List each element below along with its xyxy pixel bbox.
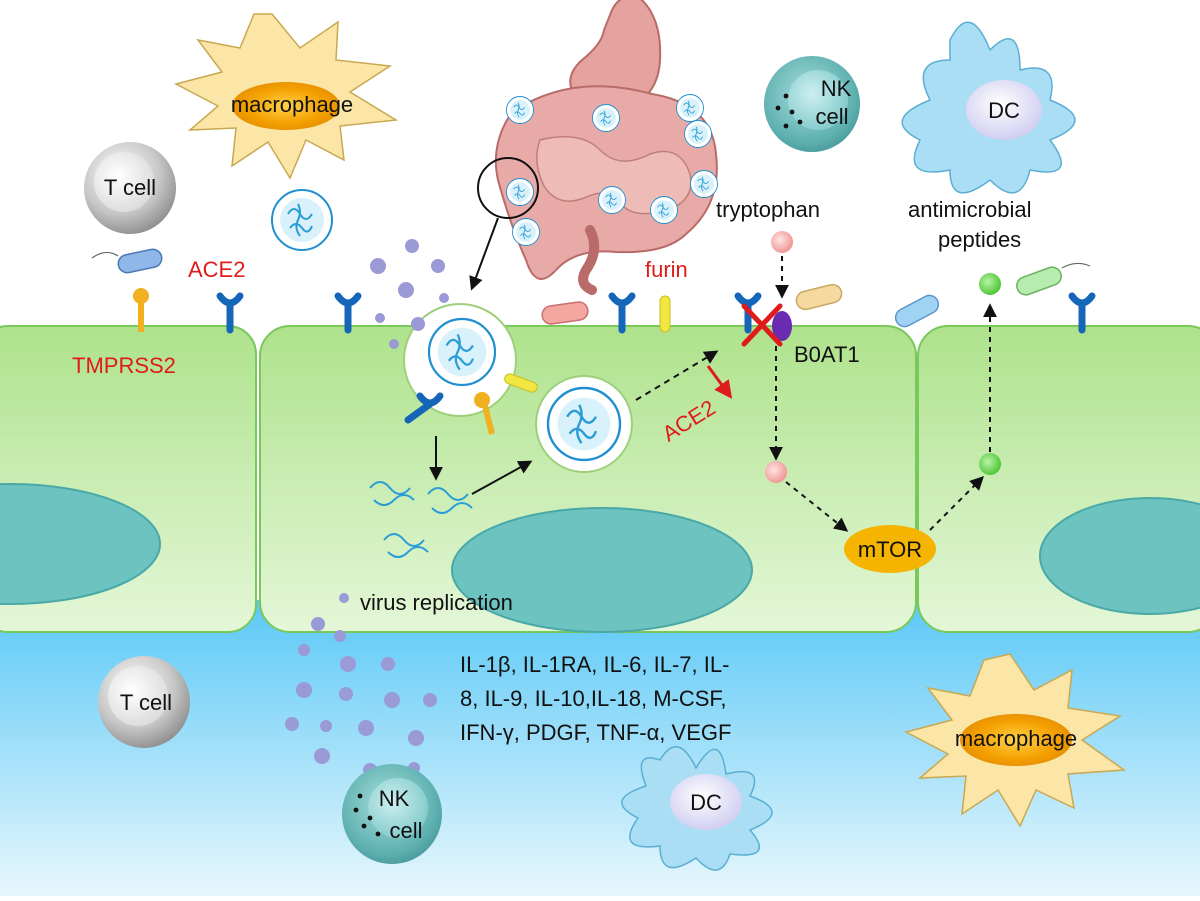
bacterium-3 [795, 283, 843, 311]
bacterium-1 [91, 248, 163, 274]
cytokine-line-3: IFN-γ, PDGF, TNF-α, VEGF [460, 720, 731, 745]
dashed-arrow-ace2 [635, 350, 719, 401]
blocked-cross [741, 303, 783, 347]
ace2-receptor-label: ACE2 [188, 257, 245, 282]
dendritic-cell-bottom: DC [621, 746, 773, 871]
new-virion [535, 375, 633, 473]
intestine-illustration [494, 0, 718, 295]
ace2-receptor [334, 292, 362, 334]
antimicrobial-label-line1: antimicrobial [908, 197, 1032, 222]
t-cell-bottom: T cell [98, 656, 190, 748]
nk-label-line1: NK [379, 786, 410, 811]
virus-free [271, 189, 333, 251]
tryptophan-label: tryptophan [716, 197, 820, 222]
nk-label-line1: NK [821, 76, 852, 101]
bacterium-2 [541, 301, 589, 325]
ace2-receptor [608, 292, 636, 334]
nucleus-right [1039, 497, 1200, 615]
peptide-secreted [979, 273, 1001, 295]
peptide-intracellular [979, 453, 1001, 475]
ace2-receptors [216, 292, 1096, 334]
bacterium-5 [1016, 262, 1091, 296]
t-cell-top: T cell [84, 142, 176, 234]
nucleus-left [0, 483, 161, 605]
cytokine-line-1: IL-1β, IL-1RA, IL-6, IL-7, IL- [460, 652, 729, 677]
zoom-circle [477, 157, 539, 219]
macrophage-label: macrophage [231, 92, 353, 117]
t-cell-label: T cell [104, 175, 156, 200]
nk-label-line2: cell [389, 818, 422, 843]
macrophage-top: macrophage [173, 13, 399, 180]
bacterium-4 [894, 294, 940, 328]
macrophage-bottom: macrophage [903, 653, 1127, 828]
viral-rna-cluster [369, 481, 473, 558]
dashed-arrow-mtor [785, 481, 849, 532]
dendritic-cell-top: DC [901, 21, 1076, 194]
endosome [403, 303, 538, 435]
b0at1-transporter [772, 311, 792, 341]
furin-label: furin [645, 257, 688, 282]
zoom-arrow [469, 217, 499, 291]
arrow-to-virion [471, 460, 533, 495]
tryptophan-molecule [771, 231, 793, 253]
dc-label: DC [690, 790, 722, 815]
nk-label-line2: cell [815, 104, 848, 129]
ace2-receptor [216, 292, 244, 334]
ace2-receptor [1068, 292, 1096, 334]
t-cell-label: T cell [120, 690, 172, 715]
rectum [578, 225, 600, 295]
macrophage-label: macrophage [955, 726, 1077, 751]
cytokine-line-2: 8, IL-9, IL-10,IL-18, M-CSF, [460, 686, 727, 711]
tmprss2-protease [133, 288, 149, 332]
furin-protease [659, 295, 671, 333]
dashed-arrow-peptide [929, 476, 984, 531]
tryptophan-intracellular [765, 461, 787, 483]
antimicrobial-label-line2: peptides [938, 227, 1021, 252]
nk-cell-bottom: NK cell [342, 764, 442, 864]
nk-cell-top: NK cell [764, 56, 860, 152]
mtor-complex [844, 525, 936, 573]
mtor-label: mTOR [858, 537, 922, 562]
dc-label: DC [988, 98, 1020, 123]
nucleus-center [451, 507, 753, 633]
ace2-decrease-arrow [706, 365, 733, 399]
b0at1-label: B0AT1 [794, 342, 860, 367]
tmprss2-label: TMPRSS2 [72, 353, 176, 378]
virus-replication-label: virus replication [360, 590, 513, 615]
